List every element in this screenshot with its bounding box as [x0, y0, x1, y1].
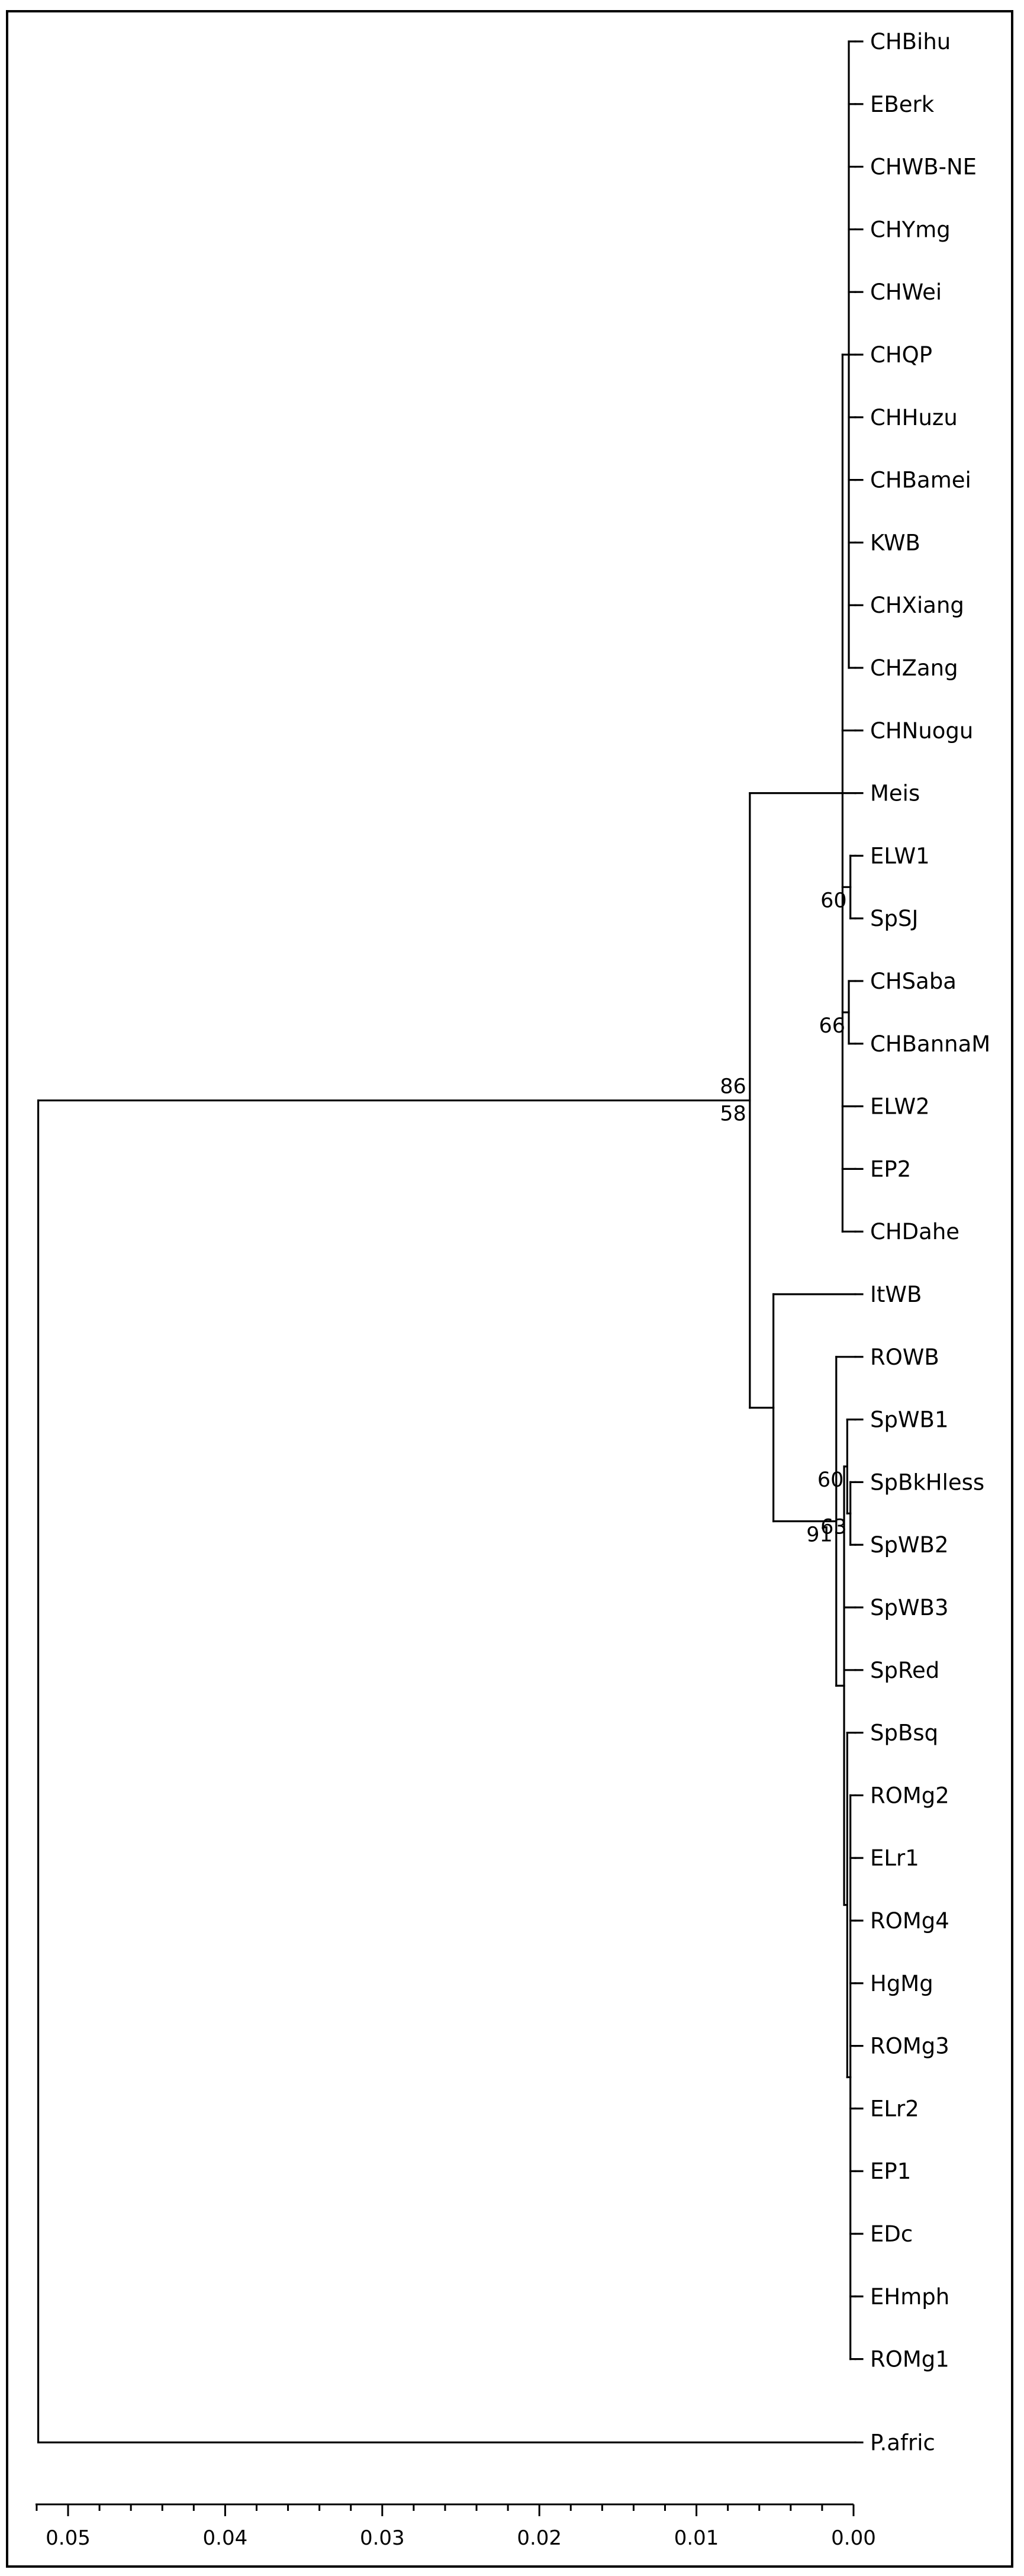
leaf-label: CHBihu: [870, 29, 951, 54]
leaf-label: EBerk: [870, 92, 935, 117]
leaf-label: ROMg3: [870, 2034, 949, 2059]
leaf-label: SpBkHless: [870, 1469, 984, 1495]
leaf-label: CHBannaM: [870, 1031, 990, 1057]
leaf-label: CHHuzu: [870, 405, 958, 430]
leaf-label: EP2: [870, 1156, 911, 1182]
support-value: 66: [819, 1014, 845, 1038]
leaf-label: ELr1: [870, 1845, 919, 1871]
support-value: 58: [720, 1102, 746, 1126]
axis-ticks: 0.05 0.04 0.03 0.02 0.01 0.00: [36, 2504, 876, 2550]
leaf-label: ROWB: [870, 1345, 939, 1370]
leaf-label: EP1: [870, 2159, 911, 2184]
leaf-label: ROMg4: [870, 1908, 949, 1934]
support-value: 86: [720, 1075, 746, 1099]
tick-label: 0.01: [674, 2526, 719, 2550]
leaf-label: SpWB2: [870, 1532, 948, 1558]
leaf-label: HgMg: [870, 1971, 933, 1996]
leaf-label: ELW2: [870, 1094, 930, 1120]
leaf-label: ROMg1: [870, 2347, 949, 2372]
leaf-label: CHWei: [870, 279, 942, 305]
tick-label: 0.04: [203, 2526, 248, 2550]
support-value: 60: [820, 889, 847, 912]
leaf-label: CHWB-NE: [870, 155, 977, 180]
tick-label: 0.00: [831, 2526, 876, 2550]
leaf-label: ELr2: [870, 2096, 919, 2121]
leaf-label: EDc: [870, 2221, 913, 2247]
leaf-label: KWB: [870, 530, 920, 555]
leaf-label: ELW1: [870, 843, 930, 869]
leaf-label: P.afric: [870, 2430, 935, 2455]
leaf-label: CHYmg: [870, 217, 951, 242]
distance-scale-axis: 0.05 0.04 0.03 0.02 0.01 0.00: [36, 2503, 876, 2550]
support-values: 60 66 63 60 91 86 58: [720, 889, 846, 1546]
leaf-label: SpSJ: [870, 906, 918, 931]
tick-label: 0.03: [360, 2526, 405, 2550]
leaf-label: CHDahe: [870, 1219, 959, 1244]
leaf-label: SpRed: [870, 1658, 939, 1683]
figure-frame: [6, 10, 1013, 2568]
leaf-label: ItWB: [870, 1282, 922, 1307]
leaf-label: SpWB3: [870, 1595, 948, 1620]
leaf-label: CHZang: [870, 655, 958, 681]
leaf-label: CHNuogu: [870, 718, 973, 744]
support-value: 63: [820, 1515, 847, 1539]
leaf-label: EHmph: [870, 2284, 949, 2310]
leaf-label: Meis: [870, 781, 920, 806]
support-value: 91: [806, 1523, 833, 1547]
leaf-label: ROMg2: [870, 1783, 949, 1808]
support-value: 60: [817, 1468, 844, 1492]
leaf-label: CHXiang: [870, 593, 964, 618]
leaf-label: SpBsq: [870, 1720, 938, 1746]
tree-branches: [37, 40, 864, 2443]
leaf-label: CHQP: [870, 342, 932, 368]
leaf-label: CHSaba: [870, 969, 957, 994]
tick-label: 0.02: [517, 2526, 562, 2550]
leaf-label: SpWB1: [870, 1407, 948, 1433]
leaf-label: CHBamei: [870, 468, 971, 493]
tick-label: 0.05: [46, 2526, 91, 2550]
